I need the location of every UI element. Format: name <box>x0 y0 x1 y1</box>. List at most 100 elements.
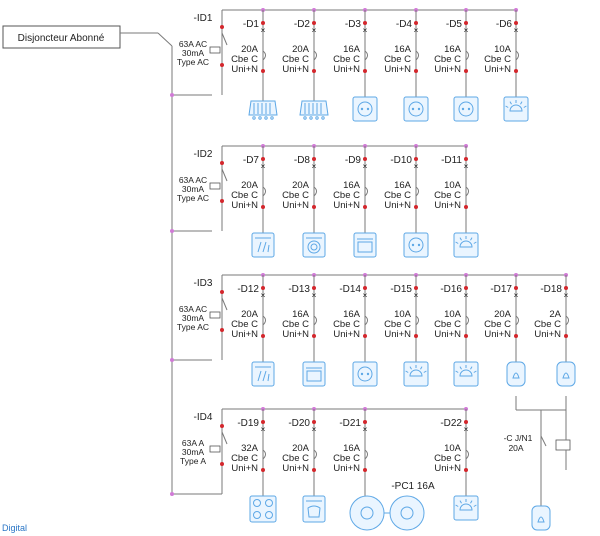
breaker-name: -D18 <box>540 284 562 295</box>
terminal-dot <box>312 205 316 209</box>
rcd-name: -ID1 <box>194 13 213 24</box>
breaker-rating: Cbe C <box>434 453 461 464</box>
breaker-cross: × <box>261 290 266 300</box>
water-heater-icon <box>531 505 551 531</box>
breaker-cross: × <box>464 161 469 171</box>
contactor-coil <box>555 439 571 451</box>
breaker-cross: × <box>464 424 469 434</box>
breaker-rating: 16A <box>394 180 412 191</box>
breaker-cross: × <box>261 424 266 434</box>
breaker-rating: Cbe C <box>333 190 360 201</box>
terminal-dot <box>261 286 265 290</box>
breaker-rating: 10A <box>444 443 462 454</box>
breaker-rating: 16A <box>394 44 412 55</box>
breaker-rating: Cbe C <box>384 54 411 65</box>
rcd-rating: Type A <box>180 456 206 466</box>
breaker-name: -D6 <box>496 19 513 30</box>
terminal-dot <box>464 21 468 25</box>
breaker-rating: Uni+N <box>333 329 360 340</box>
breaker-rating: Uni+N <box>333 64 360 75</box>
terminal-dot <box>220 161 224 165</box>
breaker-cross: × <box>464 25 469 35</box>
water-heater-icon <box>506 361 526 387</box>
breaker-rating: Cbe C <box>434 190 461 201</box>
breaker-cross: × <box>414 290 419 300</box>
breaker-rating: 16A <box>292 309 310 320</box>
breaker-rating: Cbe C <box>333 453 360 464</box>
rcd-rating: 63A AC <box>179 39 207 49</box>
rcd-rating: 63A AC <box>179 175 207 185</box>
breaker-rating: Cbe C <box>384 319 411 330</box>
rcd-rating: 30mA <box>182 313 205 323</box>
breaker-name: -D7 <box>243 155 260 166</box>
breaker-rating: Cbe C <box>333 54 360 65</box>
ev-socket-icon <box>349 495 385 531</box>
rcd-rating: 63A AC <box>179 304 207 314</box>
breaker-rating: 16A <box>343 180 361 191</box>
terminal-dot <box>514 334 518 338</box>
terminal-dot <box>363 157 367 161</box>
terminal-dot <box>261 69 265 73</box>
ev-socket-icon <box>389 495 425 531</box>
breaker-rating: Cbe C <box>384 190 411 201</box>
terminal-dot <box>363 420 367 424</box>
breaker-rating: 20A <box>494 309 512 320</box>
breaker-rating: Cbe C <box>484 54 511 65</box>
rcd-coil <box>209 311 221 319</box>
main-breaker: Disjoncteur Abonné <box>2 25 121 49</box>
breaker-rating: 10A <box>494 44 512 55</box>
breaker-name: -D21 <box>339 418 361 429</box>
breaker-rating: Uni+N <box>484 329 511 340</box>
breaker-rating: Cbe C <box>231 190 258 201</box>
terminal-dot <box>312 286 316 290</box>
terminal-dot <box>363 205 367 209</box>
breaker-cross: × <box>312 25 317 35</box>
washing-machine-icon <box>302 232 326 258</box>
contactor-name: -C J/N1 <box>504 433 533 443</box>
terminal-dot <box>261 468 265 472</box>
contactor-rating: 20A <box>508 443 523 453</box>
breaker-rating: 10A <box>444 180 462 191</box>
terminal-dot <box>312 21 316 25</box>
breaker-cross: × <box>363 161 368 171</box>
socket-icon <box>352 361 378 387</box>
main-breaker-box <box>2 25 121 49</box>
rcd-rating: Type AC <box>177 193 209 203</box>
breaker-name: -D22 <box>440 418 462 429</box>
terminal-dot <box>312 468 316 472</box>
breaker-rating: Uni+N <box>282 329 309 340</box>
rcd-coil <box>209 445 221 453</box>
breaker-rating: Cbe C <box>484 319 511 330</box>
light-icon <box>453 232 479 258</box>
breaker-cross: × <box>363 424 368 434</box>
breaker-cross: × <box>564 290 569 300</box>
terminal-dot <box>363 468 367 472</box>
breaker-rating: Cbe C <box>231 319 258 330</box>
terminal-dot <box>261 334 265 338</box>
bus-junction-dot <box>170 229 174 233</box>
dishwasher-icon <box>251 232 275 258</box>
breaker-rating: Cbe C <box>231 453 258 464</box>
terminal-dot <box>464 468 468 472</box>
breaker-name: -D9 <box>345 155 362 166</box>
breaker-rating: Uni+N <box>384 200 411 211</box>
breaker-rating: Uni+N <box>434 463 461 474</box>
terminal-dot <box>564 334 568 338</box>
terminal-dot <box>220 290 224 294</box>
brand-label: Digital <box>2 523 28 533</box>
breaker-name: -D12 <box>237 284 259 295</box>
breaker-rating: Cbe C <box>333 319 360 330</box>
rcd-rating: Type AC <box>177 57 209 67</box>
breaker-rating: Cbe C <box>231 54 258 65</box>
